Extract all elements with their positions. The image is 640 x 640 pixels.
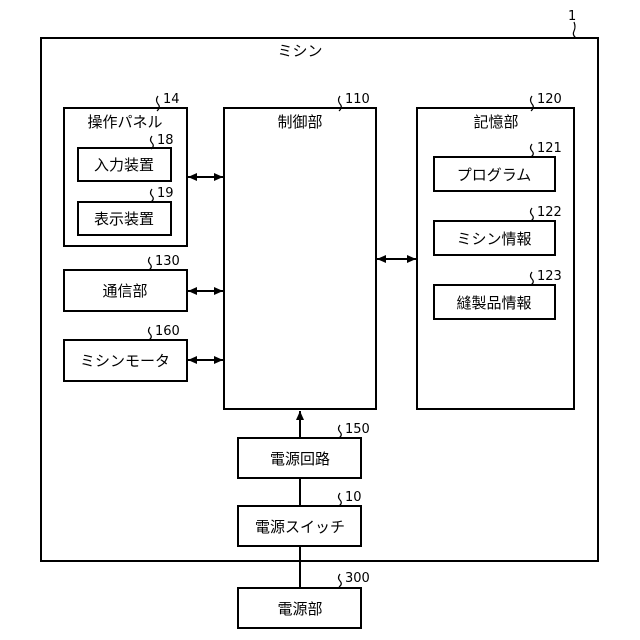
power-circuit-ref: 150 [345,422,370,437]
communication-ref: 130 [155,254,180,269]
sewing-motor-label: ミシンモータ [80,352,170,370]
sewing-machine-label: ミシン [277,42,322,60]
ref-tick [573,22,576,38]
input-device-label: 入力装置 [94,156,154,174]
display-device-label: 表示装置 [94,210,154,228]
program-label: プログラム [457,166,532,184]
sewing-machine-ref: 1 [568,9,576,24]
program-ref: 121 [537,141,562,156]
sewing-motor-ref: 160 [155,324,180,339]
input-device-ref: 18 [157,133,174,148]
control-box [224,108,376,409]
machine-info-label: ミシン情報 [456,230,531,248]
machine-info-ref: 122 [537,205,562,220]
power-switch-label: 電源スイッチ [255,518,345,536]
storage-label: 記憶部 [473,113,518,131]
power-unit-ref: 300 [345,571,370,586]
product-info-ref: 123 [537,269,562,284]
control-label: 制御部 [277,113,322,131]
power-unit-label: 電源部 [277,600,322,618]
storage-ref: 120 [537,92,562,107]
control-ref: 110 [345,92,370,107]
display-device-ref: 19 [157,186,174,201]
operation-panel-label: 操作パネル [87,113,162,131]
operation-panel-ref: 14 [163,92,180,107]
power-switch-ref: 10 [345,490,362,505]
product-info-label: 縫製品情報 [456,294,531,312]
power-circuit-label: 電源回路 [270,450,330,468]
ref-tick [339,574,342,587]
communication-label: 通信部 [102,282,147,300]
